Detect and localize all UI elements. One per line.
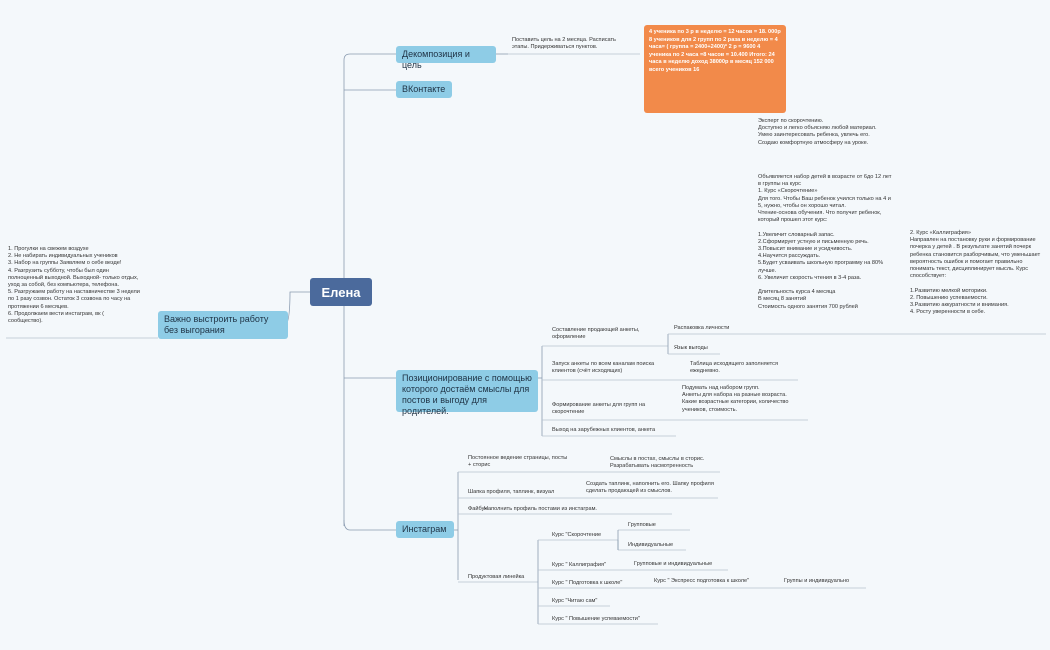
- course-school-prep: Курс " Подготовка к школе": [552, 580, 623, 586]
- groups-form-item: Формирование анкеты для групп на скорочт…: [552, 402, 646, 416]
- product-line-item: Продуктовая линейка: [468, 574, 525, 580]
- speed-reading-course-note: Объявляется набор детей в возрасте от 6д…: [758, 174, 892, 310]
- profile-header-note: Создать таплинк, наполнить его. Шапку пр…: [586, 481, 714, 495]
- expert-note: Эксперт по скорочтению. Доступно и легко…: [758, 118, 877, 146]
- constant-posting-note: Смыслы в постах, смыслы в сторис. Разраб…: [610, 456, 705, 470]
- profile-header-item: Шапка профиля, таплинк, визуал: [468, 489, 555, 495]
- facebook-note: Наполнить профиль постами из инстаграм.: [484, 506, 597, 512]
- decomposition-node[interactable]: Декомпозиция и цель: [396, 46, 496, 70]
- foreign-clients-item: Выход на зарубежных клиентов, анкета: [552, 427, 656, 433]
- constant-posting-item: Постоянное ведение страницы, посты + сто…: [468, 455, 568, 469]
- course-read-myself: Курс "Читаю сам": [552, 598, 598, 604]
- calligraphy-course-note: 2. Курс «Каллиграфия» Направлен на поста…: [910, 230, 1041, 316]
- course-express-school-prep: Курс " Экспресс подготовка к школе": [654, 578, 750, 584]
- course-calligraphy: Курс " Каллиграфия": [552, 562, 607, 568]
- left-note-list: 1. Прогулки на свежем воздухе 2. Не наби…: [8, 246, 140, 325]
- decomposition-goal: Поставить цель на 2 месяца. Расписать эт…: [512, 37, 616, 51]
- facebook-item: Файбук: [468, 506, 487, 512]
- root-node[interactable]: Елена: [310, 278, 372, 306]
- course-individual-option: Индивидуальные: [628, 542, 674, 548]
- launch-form-item: Запуск анкеты по всем каналам поиска кли…: [552, 361, 655, 375]
- course-group-option: Групповые: [628, 522, 656, 528]
- course-grades-improvement: Курс " Повышение успеваемости": [552, 616, 640, 622]
- personality-unpack-item: Распаковка личности: [674, 325, 730, 331]
- outgoing-table-note: Таблица исходящего заполняется ежедневно…: [690, 361, 778, 375]
- school-prep-format-note: Группы и индивидуально: [784, 578, 850, 584]
- positioning-node[interactable]: Позиционирование с помощью которого дост…: [396, 370, 538, 416]
- instagram-node[interactable]: Инстаграм: [396, 521, 454, 538]
- burnout-node[interactable]: Важно выстроить работу без выгорания: [158, 311, 288, 339]
- groups-note: Подумать над набором групп. Анкеты для н…: [682, 385, 789, 413]
- income-calc-box[interactable]: 4 ученика по 3 р в неделю = 12 часов = 1…: [644, 25, 786, 113]
- course-speed-reading: Курс "Скорочтение: [552, 532, 602, 538]
- calligraphy-format-note: Групповые и индивидуальные: [634, 561, 713, 567]
- benefit-language-item: Язык выгоды: [674, 345, 708, 351]
- vk-node[interactable]: ВКонтакте: [396, 81, 452, 98]
- selling-form-item: Составление продающей анкеты, оформление: [552, 327, 640, 341]
